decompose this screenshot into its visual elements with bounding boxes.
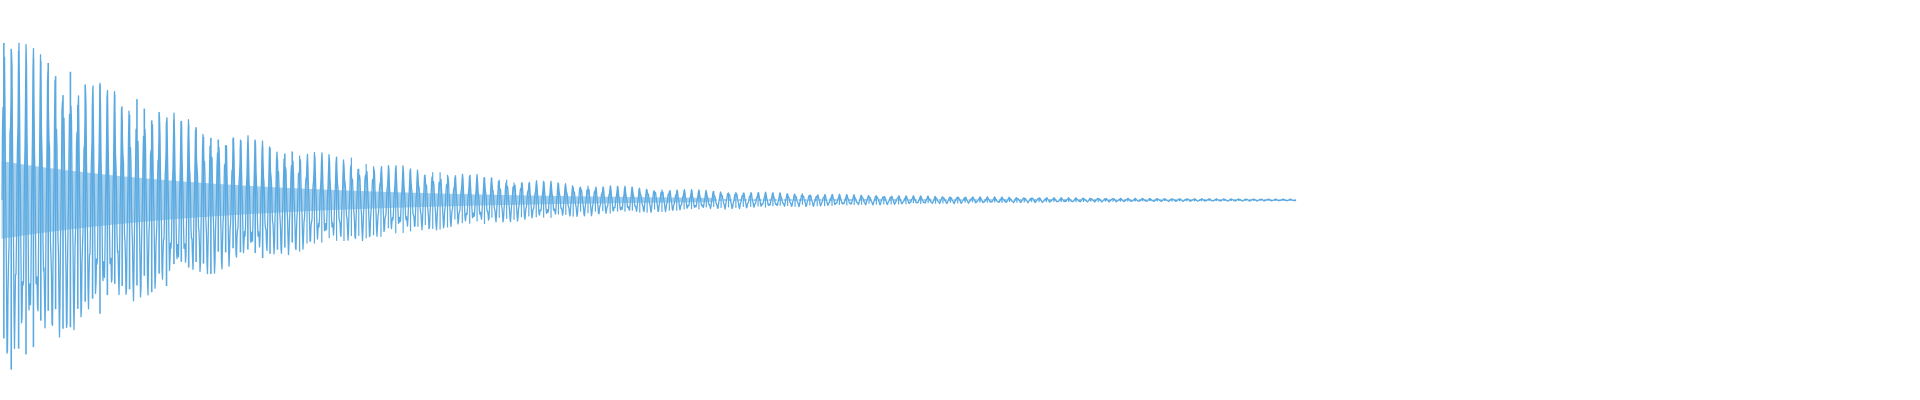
waveform-trace (1, 42, 1297, 370)
